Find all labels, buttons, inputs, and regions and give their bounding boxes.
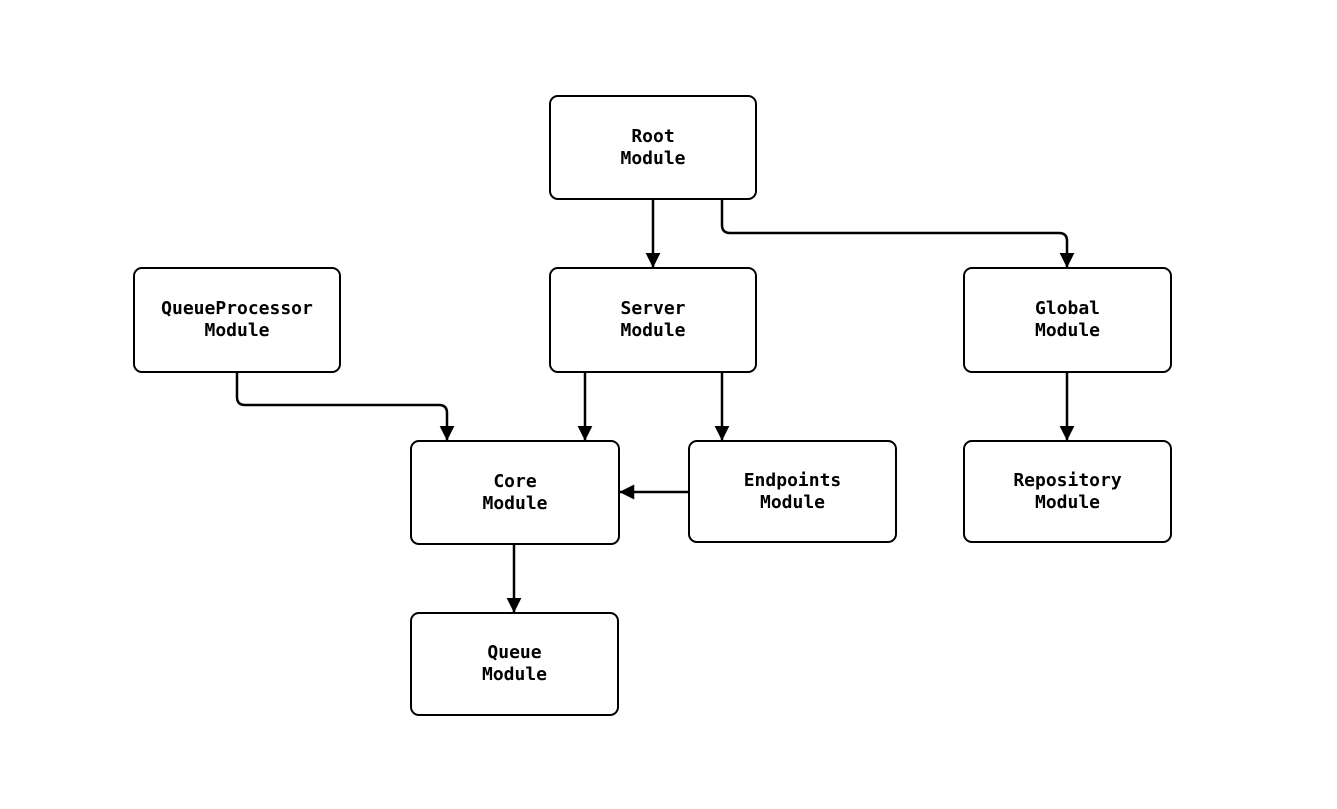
node-repository-label-line2: Module xyxy=(1034,491,1101,513)
edge-queueprocessor-to-core xyxy=(235,373,455,441)
node-server-label-line2: Module xyxy=(620,320,686,341)
node-queueprocessor-label-line1: QueueProcessor xyxy=(161,298,313,319)
node-root-label-line2: Module xyxy=(620,147,686,169)
node-queue-label-line1: Queue xyxy=(487,642,542,663)
node-core-label-line2: Module xyxy=(482,492,548,514)
node-server-label-line1: Server xyxy=(620,298,686,319)
node-queue-label-line2: Module xyxy=(481,664,548,685)
edge-root-to-global xyxy=(720,200,1075,268)
node-endpoints-label-line1: Endpoints xyxy=(743,469,842,491)
node-global-label-line2: Module xyxy=(1034,320,1101,341)
node-root-label-line1: Root xyxy=(631,125,675,147)
node-repository-label-line1: Repository xyxy=(1013,469,1122,491)
node-endpoints-label-line2: Module xyxy=(759,491,826,513)
node-global-label-line1: Global xyxy=(1034,298,1101,319)
node-core-label-line1: Core xyxy=(493,470,537,492)
node-queueprocessor-label-line2: Module xyxy=(204,320,270,341)
